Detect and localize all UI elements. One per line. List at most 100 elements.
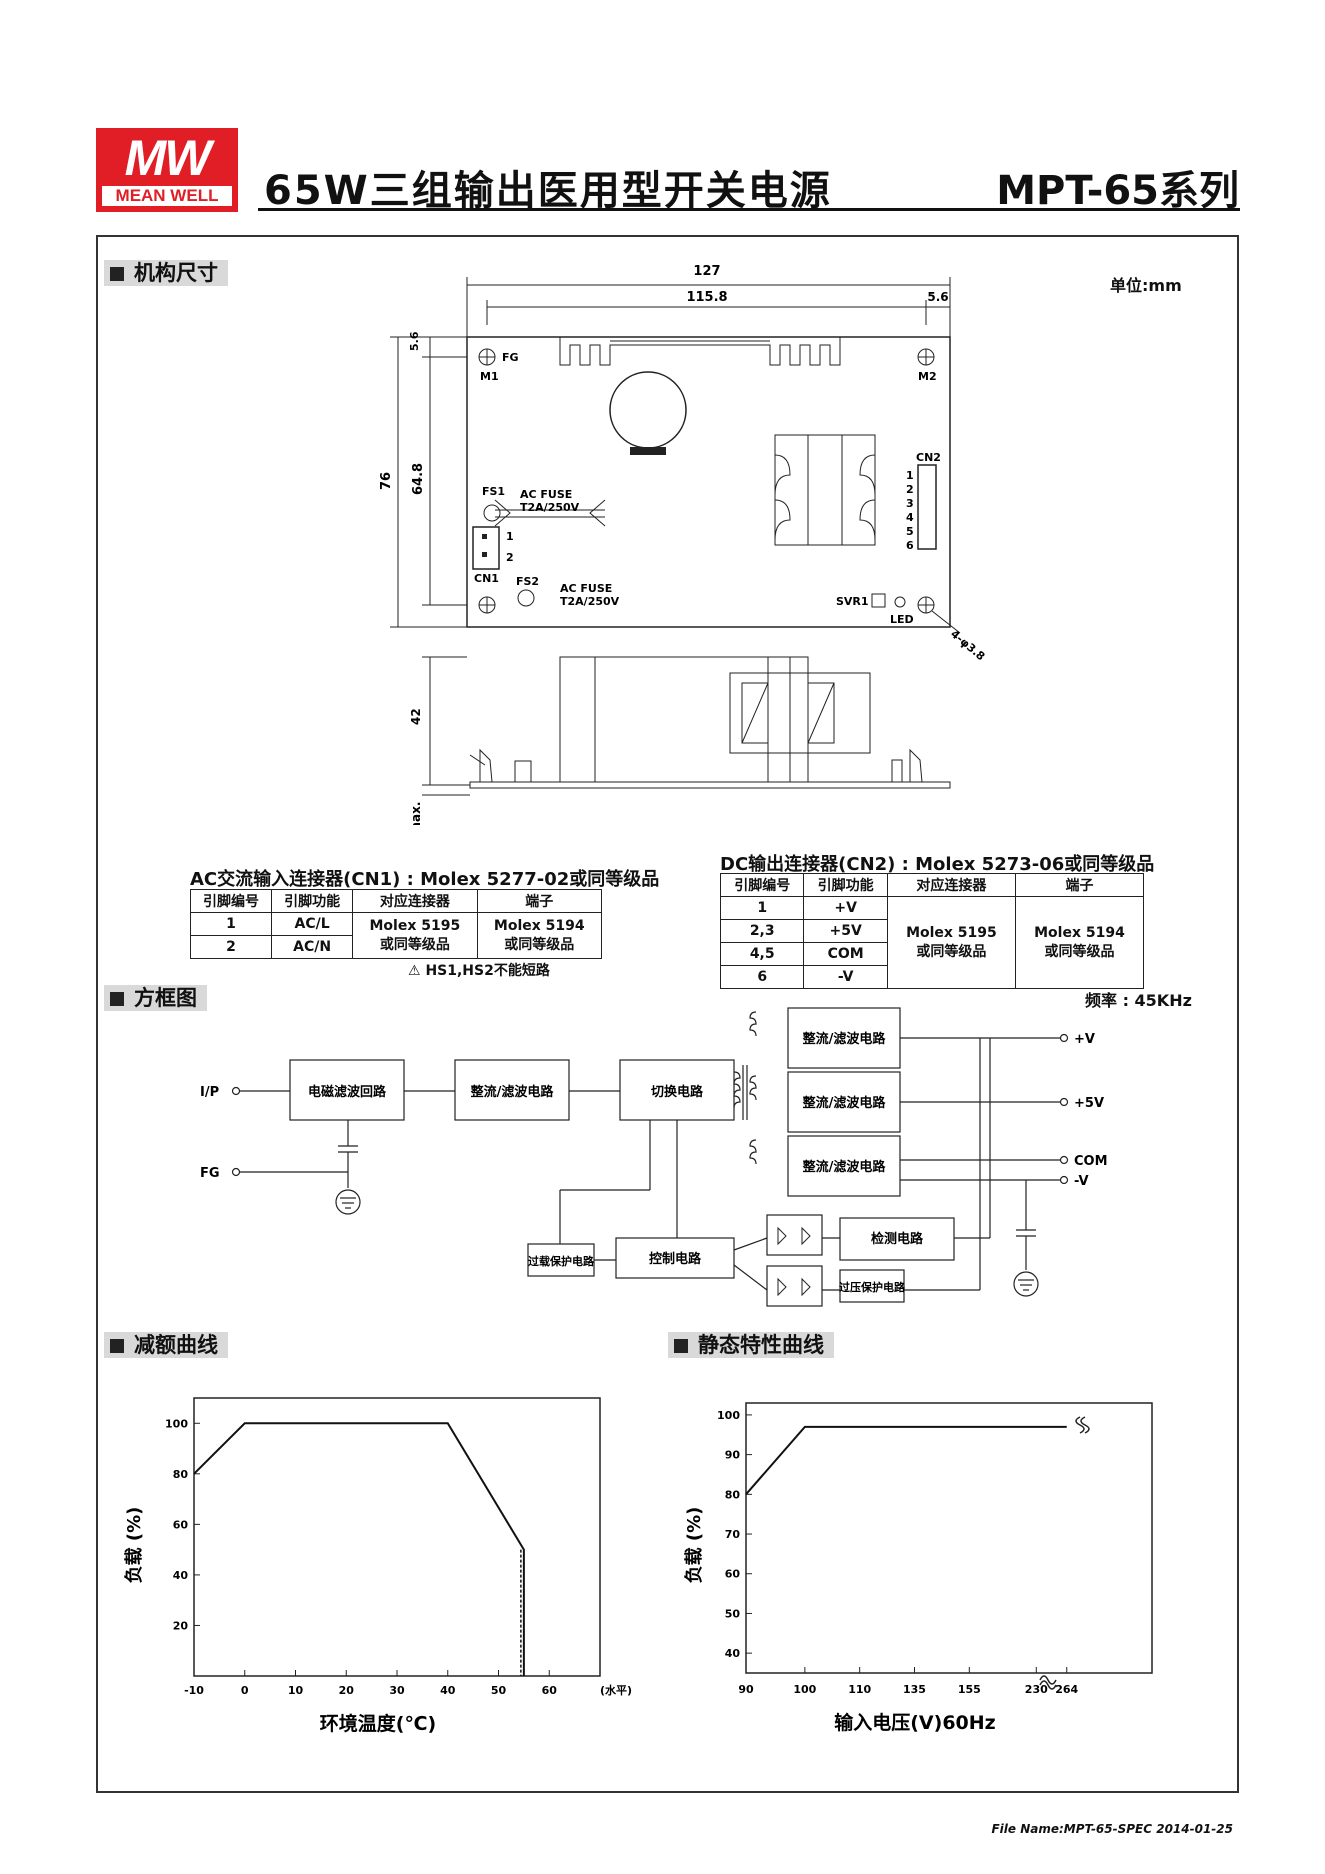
label-acfuse2: AC FUSE	[560, 582, 612, 595]
x-tick-label: 10	[288, 1684, 304, 1697]
bullet-square-icon	[110, 1339, 124, 1353]
block-diagram: I/P FG 电磁滤波回路 整流/滤波电路 切换电路 整流/滤波电路 整流/滤波…	[200, 1007, 1108, 1307]
dim-5-6-top: 5.6	[927, 290, 948, 304]
y-tick-label: 40	[173, 1569, 189, 1582]
label-hole-size: 4-φ3.8	[948, 627, 987, 663]
mechanical-drawing: 127 115.8 5.6 5.6 76 64.8 M1 FG M2 FS1 A…	[379, 264, 987, 825]
label-acfuse2-rating: T2A/250V	[560, 595, 620, 608]
block-control: 控制电路	[649, 1251, 702, 1267]
x-tick-label: 60	[542, 1684, 558, 1697]
static-plot-area	[745, 1402, 1153, 1674]
cn2-pin-6: 6	[906, 539, 914, 552]
label-led: LED	[890, 613, 914, 626]
table-cell: 1	[189, 912, 273, 936]
label-svr1: SVR1	[836, 595, 869, 608]
led-icon	[894, 596, 906, 608]
label-cn1: CN1	[474, 572, 499, 585]
dim-64-8: 64.8	[411, 463, 426, 495]
heatsink-fins	[559, 337, 841, 366]
block-overload-protection: 过载保护电路	[528, 1254, 595, 1268]
cn2-pin-labels: 1 2 3 4 5 6	[906, 469, 914, 552]
x-tick-label: 40	[440, 1684, 456, 1697]
block-detection: 检测电路	[871, 1231, 924, 1247]
cn2-connector	[917, 464, 937, 550]
dim-115-8: 115.8	[686, 290, 727, 305]
table-header: 引脚编号	[189, 889, 273, 913]
table-header: 引脚功能	[803, 873, 888, 897]
block-emi-filter: 电磁滤波回路	[308, 1084, 387, 1100]
logo-wordmark: MEAN WELL	[102, 186, 232, 206]
side-view	[422, 656, 951, 796]
dimension-lines	[390, 277, 951, 628]
label-ip: I/P	[200, 1085, 219, 1100]
header-rule	[258, 208, 1240, 211]
small-heatsink-icon	[494, 499, 606, 527]
x-tick-label: 90	[738, 1683, 754, 1696]
table-cell: +5V	[803, 919, 888, 943]
x-tick-label: -10	[184, 1684, 204, 1697]
block-switching: 切换电路	[651, 1084, 704, 1100]
section-static: 静态特性曲线	[668, 1332, 834, 1358]
table-cell: 2	[189, 935, 273, 959]
block-diagram-wires	[231, 1007, 1069, 1307]
x-tick-label: 30	[389, 1684, 405, 1697]
table-header: 端子	[476, 889, 603, 913]
y-tick-label: 70	[725, 1528, 741, 1541]
cn2-pin-4: 4	[906, 511, 914, 524]
y-tick-label: 100	[165, 1417, 188, 1430]
optocoupler-icons	[777, 1226, 811, 1297]
static-ylabel: 负载 (%)	[683, 1507, 705, 1584]
section-block-diagram: 方框图	[104, 985, 207, 1011]
section-mechanical: 机构尺寸	[104, 260, 228, 286]
label-m1: M1	[480, 370, 499, 383]
table-cell: +V	[803, 896, 888, 920]
block-output-rectifier-2: 整流/滤波电路	[802, 1095, 887, 1111]
x-tick-label: 0	[241, 1684, 249, 1697]
table-cell: -V	[803, 965, 888, 989]
block-overvoltage-protection: 过压保护电路	[839, 1280, 906, 1294]
output-plus-5v: +5V	[1074, 1096, 1104, 1111]
x-tick-label: 264	[1055, 1683, 1078, 1696]
x-tick-label: 230	[1025, 1683, 1048, 1696]
warning-triangle-icon: ⚠	[408, 963, 421, 979]
derating-xunit: (水平)	[600, 1683, 632, 1697]
board-outline	[466, 336, 951, 628]
table-header: 端子	[1014, 873, 1145, 897]
footer-file-name: File Name:MPT-65-SPEC 2014-01-25	[991, 1822, 1233, 1836]
block-output-rectifier-3: 整流/滤波电路	[802, 1159, 887, 1175]
frequency-label: 频率 : 45KHz	[1085, 991, 1192, 1010]
block-input-rectifier: 整流/滤波电路	[470, 1084, 555, 1100]
table-cell: COM	[803, 942, 888, 966]
table-row: 4,5 COM	[719, 942, 1144, 966]
x-tick-label: 135	[903, 1683, 926, 1696]
section-derating-label: 减额曲线	[134, 1333, 218, 1357]
label-fs2: FS2	[516, 575, 539, 588]
table-header: 对应连接器	[352, 889, 478, 913]
derating-series-line	[193, 1422, 525, 1676]
section-static-label: 静态特性曲线	[698, 1333, 824, 1357]
x-tick-label: 110	[848, 1683, 871, 1696]
table-cell: AC/N	[271, 935, 354, 959]
cn2-pin-3: 3	[906, 497, 914, 510]
y-tick-label: 60	[173, 1518, 189, 1531]
cn1-pin-1: 1	[506, 530, 514, 543]
bullet-square-icon	[110, 267, 124, 281]
dim-2-max: 2 max.	[409, 802, 423, 825]
cn2-table-title: DC输出连接器(CN2) : Molex 5273-06或同等级品	[720, 854, 1155, 875]
y-tick-label: 90	[725, 1449, 741, 1462]
x-tick-label: 100	[793, 1683, 816, 1696]
derating-ylabel: 负载 (%)	[123, 1507, 145, 1584]
cn2-pin-2: 2	[906, 483, 914, 496]
section-block-diagram-label: 方框图	[134, 986, 197, 1010]
y-tick-label: 80	[725, 1488, 741, 1501]
block-output-rectifier-1: 整流/滤波电路	[802, 1031, 887, 1047]
table-row: 6 -V	[719, 965, 1144, 989]
fuse-fs2-icon	[517, 589, 535, 607]
dim-127: 127	[693, 264, 720, 279]
unit-label: 单位:mm	[1110, 276, 1182, 295]
